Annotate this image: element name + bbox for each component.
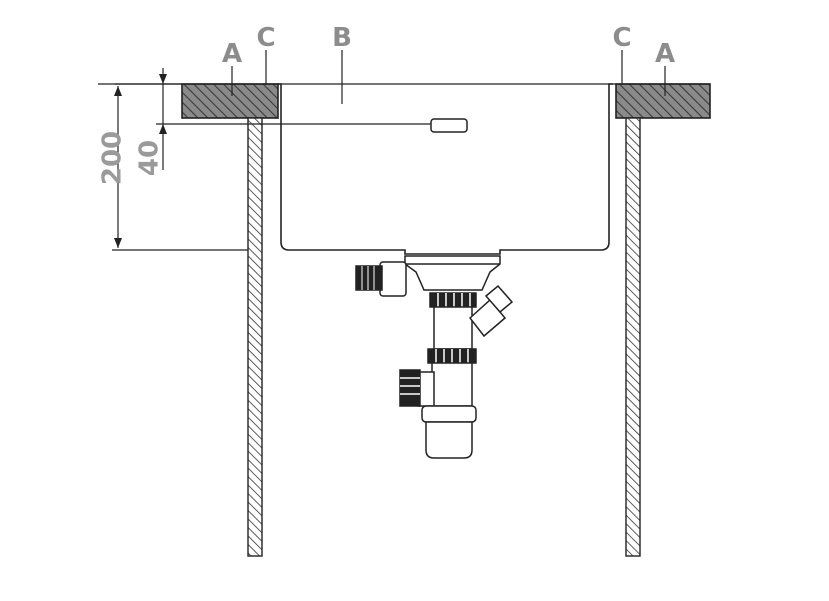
cabinet-wall-right <box>625 117 641 557</box>
label-c-right: C <box>612 23 631 53</box>
overflow-connector <box>355 265 383 291</box>
cabinet-wall-left <box>247 117 263 557</box>
dim-200-label: 200 <box>98 131 128 185</box>
dim-40-arrow-bottom <box>159 124 167 134</box>
label-a-right: A <box>655 39 675 69</box>
dim-200-arrow-top <box>114 86 122 96</box>
label-b: B <box>332 23 352 53</box>
countertop-left <box>181 83 279 119</box>
dim-40-arrow-top <box>159 74 167 84</box>
label-c-left: C <box>256 23 275 53</box>
countertop-right <box>615 83 711 119</box>
overflow-slot <box>430 118 468 133</box>
label-a-left: A <box>222 39 242 69</box>
dim-200-arrow-bottom <box>114 238 122 248</box>
drain-siphon-assembly <box>355 255 514 459</box>
dim-40-label: 40 <box>135 140 165 176</box>
sink-bowl <box>278 83 613 255</box>
outlet-nut <box>399 369 421 407</box>
